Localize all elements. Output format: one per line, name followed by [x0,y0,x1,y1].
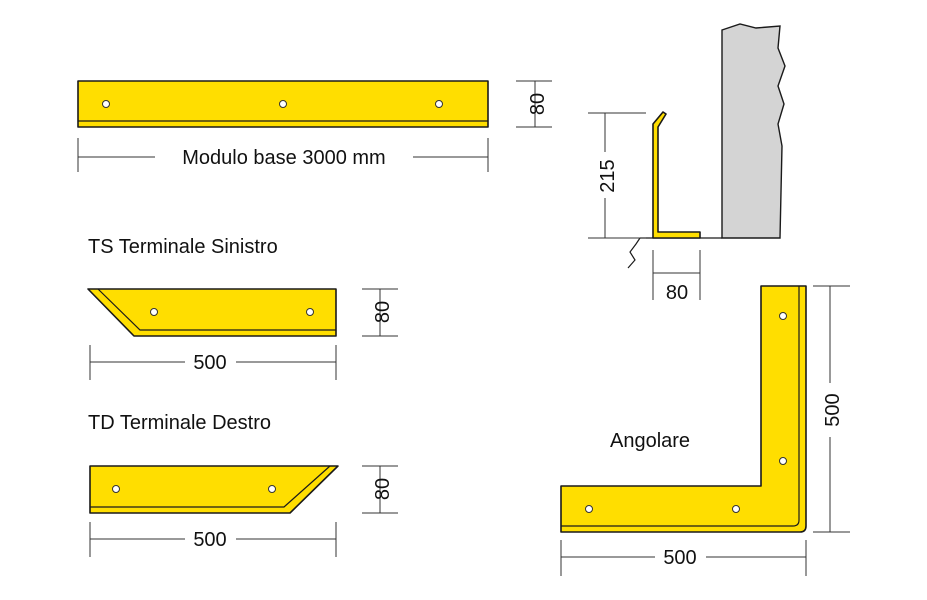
modulo-base-hole [279,100,287,108]
section-view-group: 215 80 [588,23,786,304]
angolare-profile [560,285,807,533]
angolare-hole [585,505,593,513]
angolare-hole [779,312,787,320]
terminale-destro-group: TD Terminale Destro 500 80 [88,412,398,557]
section-height-label: 215 [597,159,619,192]
terminale-sinistro-profile [87,288,337,337]
terminale-sinistro-fold-line [97,288,336,331]
ts-height-label: 80 [372,301,394,323]
terminale-destro-profile [89,465,339,514]
angolare-fold-line [561,286,800,527]
modulo-base-group: Modulo base 3000 mm 80 [77,80,552,172]
modulo-base-hole [102,100,110,108]
terminale-destro-fold-line [90,465,331,508]
modulo-base-hole [435,100,443,108]
section-width-label: 80 [666,282,688,304]
terminale-sinistro-hole [150,308,158,316]
td-height-label: 80 [372,478,394,500]
terminale-destro-hole [268,485,276,493]
ts-width-label: 500 [193,352,226,374]
terminale-sinistro-group: TS Terminale Sinistro 500 80 [87,236,398,380]
angolare-group: Angolare 500 500 [560,285,850,576]
angolare-hole [732,505,740,513]
modulo-base-width-label: Modulo base 3000 mm [182,147,385,169]
td-width-label: 500 [193,529,226,551]
angolare-hole [779,457,787,465]
angolare-height-label: 500 [822,393,844,426]
modulo-base-height-label: 80 [527,93,549,115]
l-profile-section [652,111,701,239]
wall-section [721,23,786,239]
terminale-sinistro-hole [306,308,314,316]
angolare-title: Angolare [610,430,690,452]
terminale-destro-hole [112,485,120,493]
angolare-width-label: 500 [663,547,696,569]
terminale-sinistro-title: TS Terminale Sinistro [88,236,278,258]
terminale-destro-title: TD Terminale Destro [88,412,271,434]
floor-break-line [627,237,641,269]
